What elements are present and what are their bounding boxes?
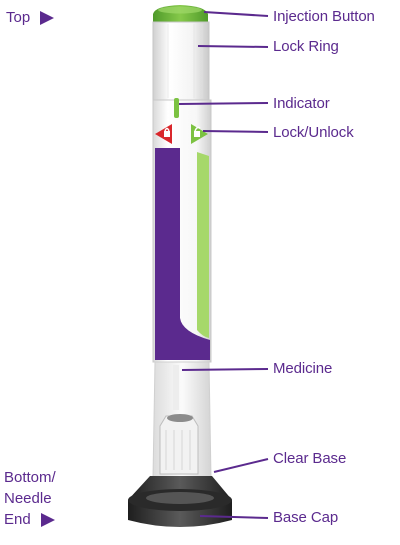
leader-medicine	[181, 368, 269, 371]
top-label-text: Top	[6, 9, 31, 26]
callout-lines	[178, 11, 269, 519]
indicator-window	[174, 98, 179, 118]
base-cap-label: Base Cap	[273, 509, 339, 526]
lock-unlock-label: Lock/Unlock	[273, 124, 354, 141]
bottom-label-line3: End	[4, 511, 31, 528]
purple-strip	[155, 148, 210, 360]
leader-lock-ring	[197, 45, 269, 48]
lock-unlock-symbols	[155, 124, 208, 144]
leader-injection-button	[203, 11, 269, 17]
leader-base-cap	[199, 515, 269, 519]
clear-base-label: Clear Base	[273, 450, 347, 467]
lock-ring	[152, 21, 210, 101]
top-label: Top	[6, 7, 55, 28]
top-arrow-icon	[40, 11, 55, 26]
injection-button-label: Injection Button	[273, 8, 375, 25]
leader-indicator	[178, 102, 269, 105]
bottom-label-line2: Needle	[4, 490, 52, 507]
leader-lock-unlock	[202, 130, 269, 133]
indicator-label: Indicator	[273, 95, 330, 112]
medicine-label: Medicine	[273, 360, 333, 377]
bottom-label-line1: Bottom/	[4, 469, 56, 486]
bottom-arrow-icon	[40, 513, 55, 528]
bottom-needle-end-label: Bottom/ Needle End	[4, 467, 56, 530]
green-strip	[197, 152, 209, 338]
leader-clear-base	[213, 458, 269, 473]
lock-ring-label: Lock Ring	[273, 38, 339, 55]
injection-button	[153, 5, 208, 24]
clear-base	[152, 361, 212, 479]
base-cap	[128, 476, 232, 527]
